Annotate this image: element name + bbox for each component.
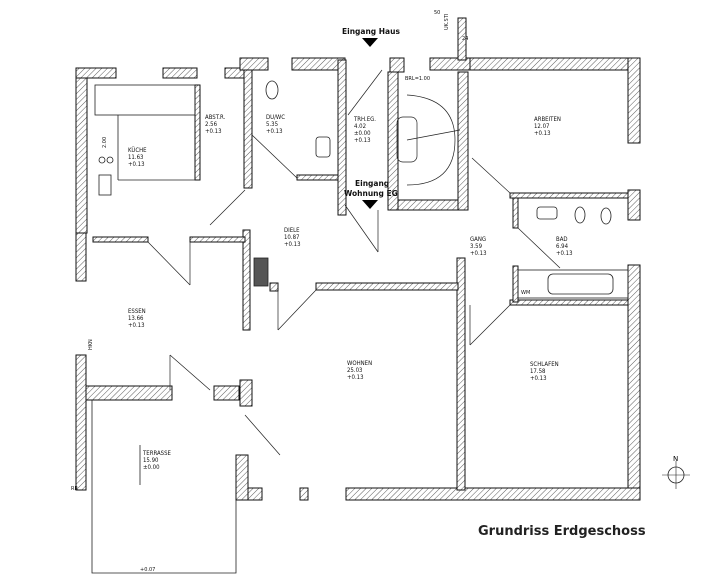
svg-text:5.35: 5.35 <box>266 121 278 128</box>
north-arrow-icon: N <box>662 455 690 489</box>
entrance-apartment-label-2: Wohnung EG <box>344 189 398 198</box>
svg-text:6.94: 6.94 <box>556 243 569 250</box>
svg-text:10.87: 10.87 <box>284 234 299 241</box>
svg-text:+0.13: +0.13 <box>347 374 364 381</box>
fixtures <box>94 80 629 299</box>
walls <box>75 17 641 501</box>
svg-text:±0.00: ±0.00 <box>143 464 160 471</box>
plan-title: Grundriss Erdgeschoss <box>478 524 646 539</box>
toilet-icon <box>265 80 279 100</box>
room-treppenhaus: TRH.EG.4.02±0.00+0.13 <box>353 116 376 144</box>
svg-text:DU/WC: DU/WC <box>266 114 285 121</box>
entrance-house-arrow <box>362 38 378 47</box>
svg-text:2.56: 2.56 <box>205 121 218 128</box>
sink-icon <box>315 136 331 158</box>
kitchen-dim: 2.00 <box>102 137 108 148</box>
entrance-house-label: Eingang Haus <box>342 27 400 36</box>
svg-text:ARBEITEN: ARBEITEN <box>534 116 561 123</box>
entrance-apartment-label: Eingang <box>355 179 389 188</box>
kitchen-counter <box>94 84 196 116</box>
svg-text:11.63: 11.63 <box>128 154 143 161</box>
svg-text:13.66: 13.66 <box>128 315 144 322</box>
svg-text:BAD: BAD <box>556 236 568 243</box>
wm-label: WM <box>521 290 530 296</box>
svg-text:N: N <box>673 455 678 463</box>
svg-text:KÜCHE: KÜCHE <box>128 147 147 154</box>
dim-24: 24 <box>462 36 468 42</box>
svg-text:+0.13: +0.13 <box>284 241 301 248</box>
rr-label: RR <box>71 486 78 492</box>
svg-text:TERRASSE: TERRASSE <box>142 450 172 457</box>
svg-text:+0.13: +0.13 <box>128 322 145 329</box>
svg-text:+0.13: +0.13 <box>266 128 283 135</box>
svg-text:+0.13: +0.13 <box>128 161 145 168</box>
svg-text:25.03: 25.03 <box>347 367 362 374</box>
svg-text:17.58: 17.58 <box>530 368 546 375</box>
svg-text:ABST.R.: ABST.R. <box>205 114 226 121</box>
svg-text:15.90: 15.90 <box>143 457 159 464</box>
svg-text:3.59: 3.59 <box>470 243 483 250</box>
svg-text:+0.13: +0.13 <box>530 375 547 382</box>
svg-text:+0.13: +0.13 <box>470 250 487 257</box>
terrace-level: +0.07 <box>140 567 155 573</box>
hkn-label: HKN <box>88 339 94 350</box>
room-du-wc: DU/WC5.35+0.13 <box>266 114 285 135</box>
svg-text:GANG: GANG <box>470 236 486 243</box>
svg-text:12.07: 12.07 <box>534 123 549 130</box>
terrace-outline <box>91 400 237 574</box>
bathtub <box>547 273 614 295</box>
entrance-apartment-arrow <box>362 200 378 209</box>
svg-text:4.02: 4.02 <box>354 123 366 130</box>
svg-text:+0.13: +0.13 <box>534 130 551 137</box>
door-swings <box>147 69 561 456</box>
svg-text:±0.00: ±0.00 <box>354 130 371 137</box>
svg-text:DIELE: DIELE <box>284 227 300 234</box>
svg-text:+0.13: +0.13 <box>556 250 573 257</box>
svg-text:TRH.EG.: TRH.EG. <box>353 116 376 123</box>
dim-50: 50 <box>434 10 440 16</box>
room-abstellraum: ABST.R.2.56+0.13 <box>205 114 226 135</box>
ukst-label: UK.STI <box>444 14 450 30</box>
brl-label: BRL=1.00 <box>405 76 430 82</box>
svg-text:+0.13: +0.13 <box>205 128 222 135</box>
svg-text:SCHLAFEN: SCHLAFEN <box>530 361 559 368</box>
staircase <box>396 94 461 186</box>
svg-text:ESSEN: ESSEN <box>128 308 146 315</box>
svg-text:WOHNEN: WOHNEN <box>347 360 372 367</box>
svg-text:+0.13: +0.13 <box>354 137 371 144</box>
